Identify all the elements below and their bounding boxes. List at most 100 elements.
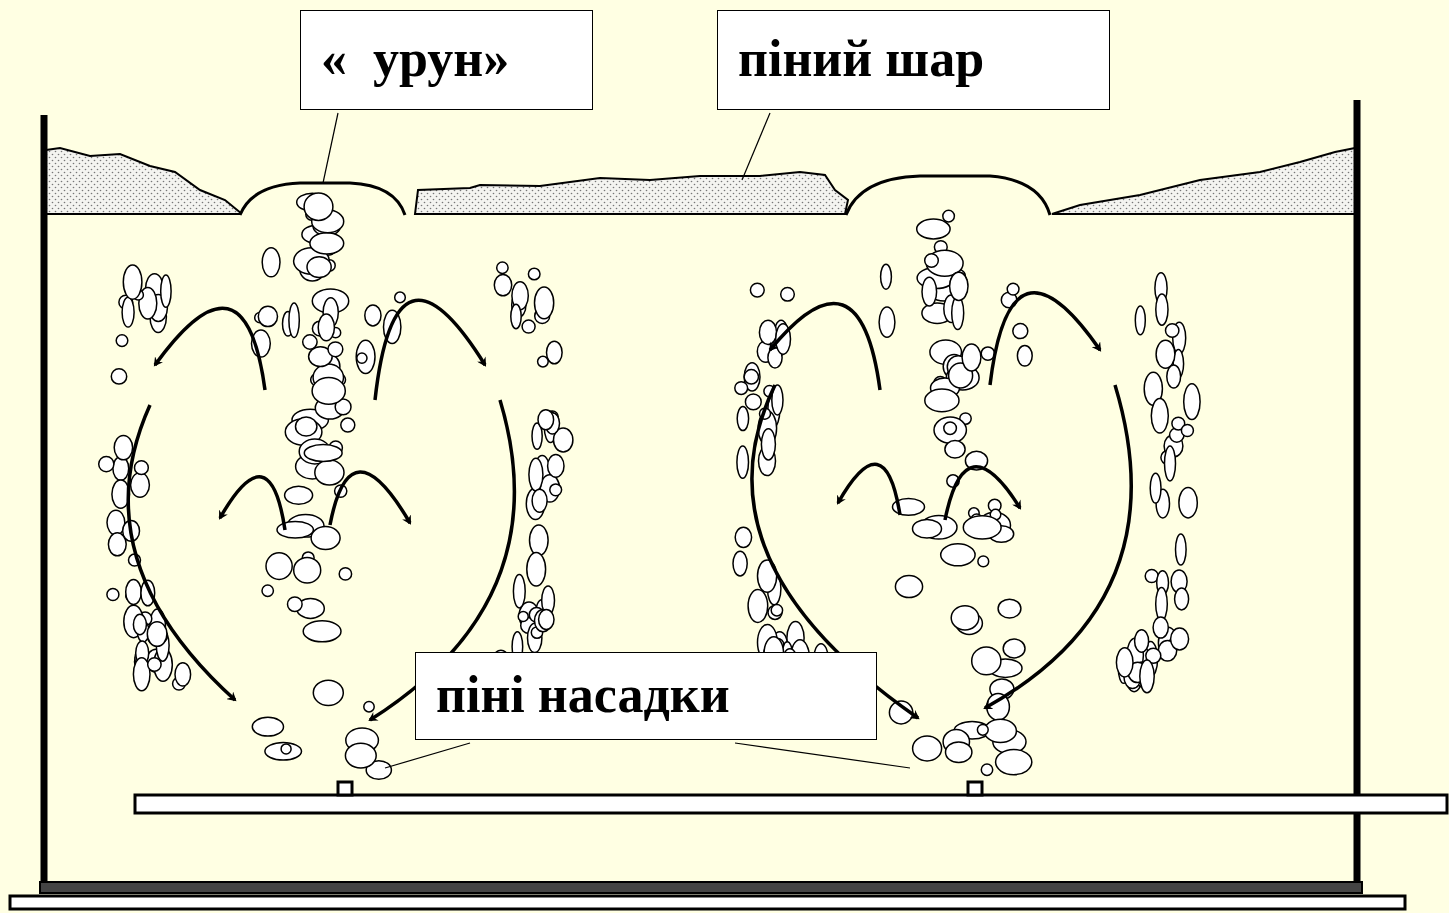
bubble: [962, 344, 981, 371]
bubble: [750, 283, 764, 297]
bubble: [345, 743, 376, 768]
callout-label: « урун»: [321, 30, 592, 87]
bubble: [744, 370, 758, 384]
bubble: [395, 292, 406, 303]
bubble: [761, 429, 775, 460]
bubble: [114, 435, 132, 459]
bubble: [913, 519, 942, 538]
bubble: [547, 341, 563, 364]
bubble: [1135, 306, 1145, 335]
bubble: [984, 719, 1016, 742]
bubble: [513, 575, 525, 608]
bubble: [294, 557, 321, 583]
foam-dome: [846, 176, 1050, 215]
bubble: [925, 254, 939, 268]
bubble: [1013, 324, 1028, 339]
bubble: [881, 264, 892, 289]
bubble: [539, 610, 554, 630]
bubble: [532, 489, 547, 512]
bubble: [771, 605, 782, 616]
bubble: [304, 193, 333, 220]
bubble: [548, 455, 564, 478]
bubble: [1171, 628, 1189, 650]
bubble: [1166, 324, 1179, 337]
bubble: [296, 417, 317, 436]
bubble: [328, 342, 343, 357]
aerator-pipe: [135, 795, 1447, 813]
nozzle: [968, 782, 982, 795]
bubble: [518, 611, 528, 621]
bubble: [365, 305, 381, 326]
foam-layer: [415, 172, 848, 214]
bubble: [550, 484, 562, 496]
bubble: [111, 369, 126, 384]
bubble: [748, 590, 768, 623]
bubble: [952, 297, 964, 330]
bubble: [978, 556, 989, 567]
bubble: [522, 320, 535, 333]
bubble: [122, 297, 134, 327]
bubble: [285, 486, 313, 504]
bubble: [307, 257, 331, 278]
bubble: [175, 663, 191, 686]
bubble: [781, 288, 795, 302]
bubble: [528, 268, 540, 280]
bubble: [1007, 283, 1019, 295]
bubble: [341, 418, 355, 432]
bubble: [148, 658, 161, 671]
bubble: [879, 307, 895, 337]
tank-wall: [41, 115, 48, 888]
bubble: [977, 724, 988, 735]
bubble: [759, 320, 776, 344]
callout-box: « урун»: [300, 10, 593, 110]
bubble: [303, 335, 317, 349]
bubble: [1017, 346, 1032, 367]
bubble: [946, 742, 972, 763]
bubble: [133, 614, 146, 634]
bubble: [497, 262, 508, 273]
bubble: [1140, 660, 1154, 693]
tank-bottom: [40, 882, 1362, 893]
bubble: [1156, 588, 1168, 621]
bubble: [745, 394, 761, 410]
bubble: [1116, 648, 1133, 677]
bubble: [895, 576, 922, 598]
bubble: [99, 457, 114, 472]
bubble: [917, 219, 950, 239]
bubble: [288, 597, 303, 612]
bubble: [1003, 639, 1025, 658]
tank-wall: [1354, 100, 1361, 888]
bubble: [289, 303, 299, 337]
bubble: [511, 304, 521, 328]
bubble: [934, 417, 966, 443]
bubble: [315, 460, 344, 485]
bubble: [922, 277, 937, 306]
bubble: [262, 585, 273, 596]
bubble: [147, 622, 167, 647]
bubble: [943, 210, 955, 222]
nozzle: [338, 782, 352, 795]
bubble: [312, 378, 345, 405]
bubble: [925, 389, 959, 412]
bubbles: [99, 193, 1200, 779]
bubble: [530, 525, 549, 555]
bubble: [972, 647, 1001, 675]
bubble: [107, 589, 119, 601]
bubble: [266, 553, 292, 580]
callout-label: піний шар: [738, 30, 1109, 87]
bubble: [265, 743, 302, 761]
bubble: [494, 274, 511, 295]
foam-layer: [46, 148, 242, 214]
bubble: [311, 527, 340, 550]
bubble: [357, 353, 367, 363]
bubble: [126, 580, 142, 605]
bubble: [131, 473, 150, 497]
bubble: [1176, 534, 1187, 565]
bubble: [737, 407, 748, 431]
bubble: [1179, 488, 1197, 518]
bubble: [951, 606, 979, 630]
bubble: [535, 287, 554, 319]
bubble: [364, 702, 374, 712]
